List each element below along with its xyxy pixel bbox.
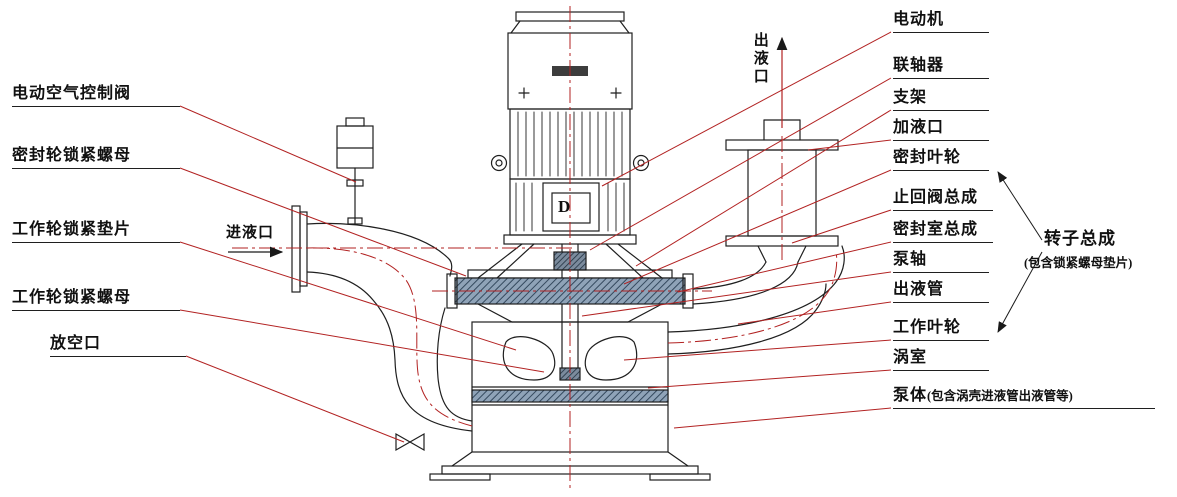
label-rotor-assembly: 转子总成 [1044,229,1116,248]
motor-terminal-mark: D [558,197,572,216]
label-volute: 涡室 [893,348,989,371]
label-impeller-lock-nut: 工作轮锁紧螺母 [12,288,180,311]
label-pump-body-main: 泵体 [893,387,928,404]
leader-volute [647,369,892,389]
leader-air-valve [179,105,357,183]
flow-arrows [228,36,1043,333]
leader-fill-port [807,139,892,151]
leader-working-impeller [623,339,892,361]
foot-pad-left [429,473,491,481]
label-working-impeller: 工作叶轮 [893,318,989,341]
column-to-casing-inner [692,261,767,290]
label-seal-lock-nut: 密封轮锁紧螺母 [12,146,180,169]
inlet-pipe-inner [436,307,473,422]
drain-valve [395,432,425,452]
leader-drain-port [185,355,405,443]
leader-seal-lock-nut [179,167,467,277]
label-fill-port: 加液口 [893,118,989,141]
label-pump-body: 泵体(包含涡壳进液管出液管等) [893,386,1155,409]
leader-pump-shaft [581,271,892,317]
leader-seal-impeller [623,169,892,285]
centerlines [232,6,838,490]
inlet-pipe-top [306,222,453,277]
leader-impeller-washer [179,241,517,351]
rotor-arrow-seal-impeller [997,171,1043,241]
outlet-pipe-inner [667,283,827,355]
label-outlet-port: 出液口 [751,32,768,86]
leader-pump-body [673,407,892,429]
label-outlet-pipe: 出液管 [893,280,989,303]
label-pump-shaft: 泵轴 [893,250,989,273]
bracket-line [477,243,523,279]
outlet-pipe-outer [667,245,845,333]
leader-coupling [589,77,892,251]
label-rotor-assembly-note: (包含锁紧螺母垫片) [1024,256,1133,270]
label-drain-port: 放空口 [50,334,186,357]
label-motor: 电动机 [893,10,989,33]
label-impeller-washer: 工作轮锁紧垫片 [12,220,180,243]
leader-bracket [635,109,892,267]
foot-pad-right [649,473,711,481]
label-check-valve-assembly: 止回阀总成 [893,188,993,211]
pump-body-drawing [291,11,845,481]
label-pump-body-note: (包含涡壳进液管出液管等) [927,389,1073,403]
leader-impeller-lock-nut [179,309,545,373]
impeller-right-lobe [584,336,638,381]
impeller-left-lobe [502,336,556,381]
terminal-box [542,182,600,232]
air-control-valve-body [336,125,374,169]
rotor-arrow-working-impeller [997,251,1043,333]
leader-motor [601,31,892,187]
label-inlet-port: 进液口 [226,225,275,241]
label-seal-chamber-assembly: 密封室总成 [893,220,993,243]
lifting-eye-right [632,154,650,172]
inlet-pipe-outer [306,271,473,432]
label-seal-impeller: 密封叶轮 [893,148,989,171]
leader-seal-chamber [677,241,892,293]
lifting-eye-left [490,154,508,172]
leader-outlet-pipe [737,301,892,325]
label-bracket: 支架 [893,88,989,111]
label-air-control-valve: 电动空气控制阀 [12,84,180,107]
label-coupling: 联轴器 [893,56,989,79]
outlet-pipe-centerline [667,251,838,344]
leader-check-valve [791,209,892,244]
leader-lines [179,31,892,443]
